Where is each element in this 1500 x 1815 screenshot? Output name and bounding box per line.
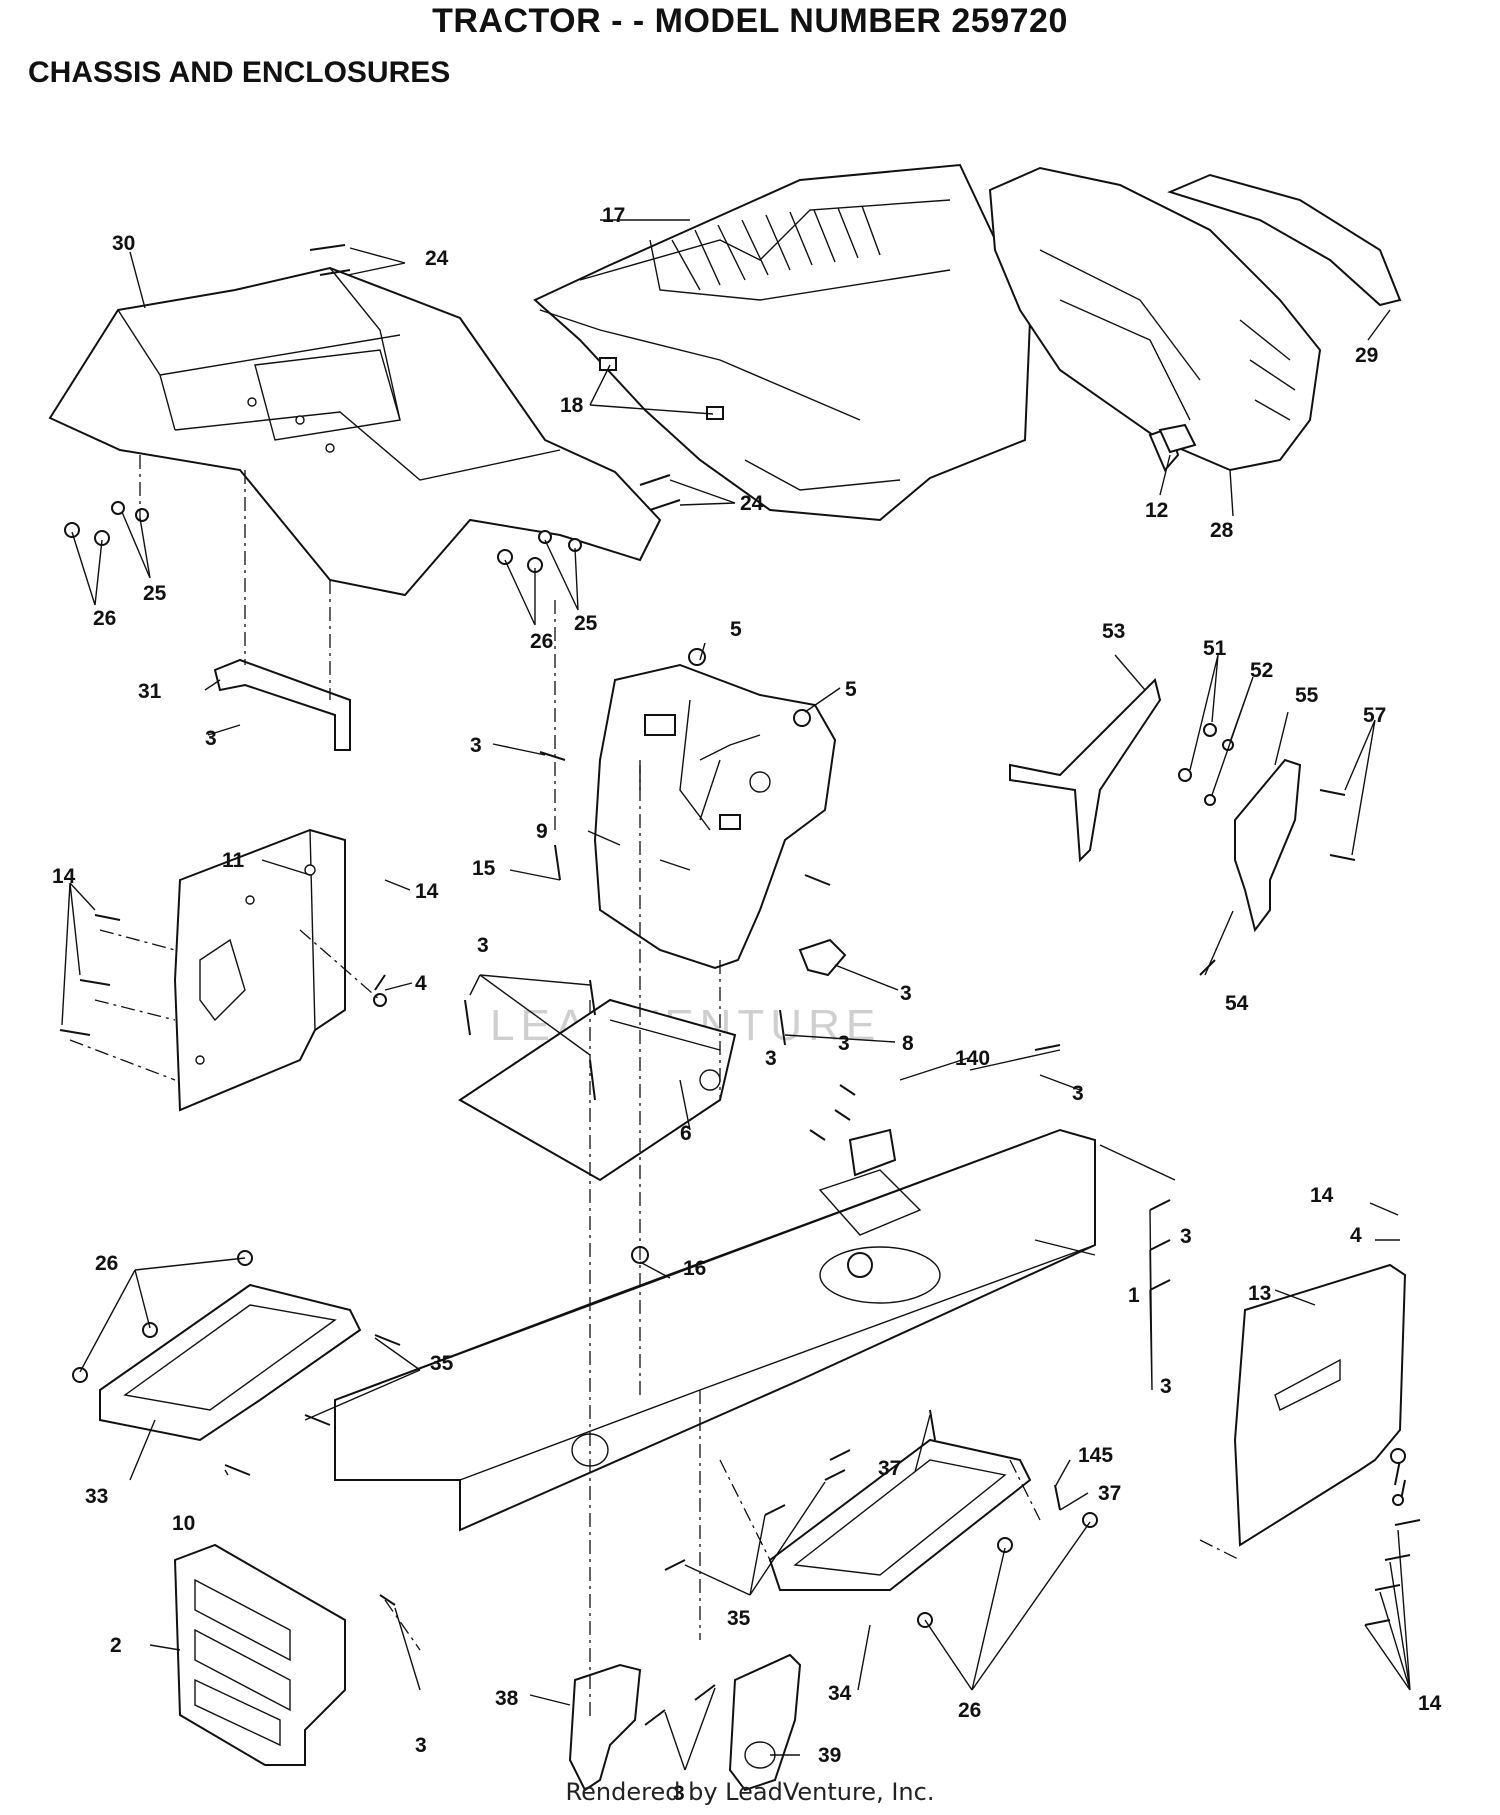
callout-3-clip: 3 (838, 1032, 850, 1055)
callout-39: 39 (818, 1744, 841, 1767)
part-plate (458, 998, 737, 1182)
callout-4-right: 4 (1350, 1224, 1362, 1247)
callout-24-upper: 24 (425, 247, 449, 270)
callout-145: 145 (1078, 1444, 1113, 1467)
callout-51: 51 (1203, 637, 1227, 660)
callout-3-bottom: 3 (673, 1782, 685, 1805)
callout-4-left: 4 (415, 972, 427, 995)
callout-14-right: 14 (1310, 1184, 1334, 1207)
callout-26-left: 26 (93, 607, 116, 630)
hardware (59, 244, 1421, 1726)
callout-14-left: 14 (52, 865, 76, 888)
callout-8: 8 (902, 1032, 914, 1055)
callout-25-mid: 25 (574, 612, 598, 635)
callout-31: 31 (138, 680, 162, 703)
callout-57: 57 (1363, 704, 1386, 727)
part-rear-fender (48, 266, 662, 597)
part-front-bracket (173, 1543, 346, 1766)
page-title: TRACTOR - - MODEL NUMBER 259720 (432, 2, 1068, 40)
callout-25-left: 25 (143, 582, 167, 605)
callout-10: 10 (172, 1512, 195, 1535)
callout-6: 6 (680, 1122, 692, 1145)
part-dash-panel (593, 663, 837, 970)
part-right-side-panel (1233, 1263, 1407, 1547)
callout-11: 11 (222, 849, 245, 872)
part-31-bracket (213, 658, 351, 751)
assembly-lines (69, 455, 1241, 1720)
callout-33: 33 (85, 1485, 108, 1508)
callout-52: 52 (1250, 659, 1273, 682)
callout-1: 1 (1128, 1284, 1140, 1307)
callout-34: 34 (828, 1682, 852, 1705)
part-footrest-right (768, 1438, 1032, 1591)
callout-2: 2 (110, 1634, 122, 1657)
callout-14-mid: 14 (415, 880, 439, 903)
callout-54: 54 (1225, 992, 1249, 1015)
part-39-bracket (728, 1653, 802, 1792)
callout-3-front: 3 (415, 1734, 427, 1757)
callout-3-frame-top: 3 (1072, 1082, 1084, 1105)
callout-labels: 30 24 17 29 18 12 28 24 25 26 26 25 5 5 … (52, 204, 1442, 1805)
callout-14-bottom: 14 (1418, 1692, 1442, 1715)
callout-13: 13 (1248, 1282, 1271, 1305)
callout-37-lower: 37 (1098, 1482, 1121, 1505)
part-footrest-left (99, 1283, 362, 1442)
callout-26-mid: 26 (530, 630, 553, 653)
callout-5-lower: 5 (845, 678, 857, 701)
callout-38: 38 (495, 1687, 519, 1710)
callout-53: 53 (1102, 620, 1125, 643)
callout-17: 17 (602, 204, 625, 227)
callout-3-frame-bolts: 3 (1160, 1375, 1172, 1398)
part-12-clip (1158, 423, 1197, 454)
callout-18: 18 (560, 394, 584, 417)
callout-3-frame-left: 3 (765, 1047, 777, 1070)
callout-12: 12 (1145, 499, 1168, 522)
callout-29: 29 (1355, 344, 1378, 367)
part-8-clip (798, 938, 847, 977)
callout-16: 16 (683, 1257, 706, 1280)
leader-lines (61, 219, 1411, 1771)
callout-35-left: 35 (430, 1352, 454, 1375)
callout-30: 30 (112, 232, 135, 255)
part-left-side-panel (173, 828, 346, 1112)
callout-9: 9 (536, 820, 548, 843)
callout-28: 28 (1210, 519, 1234, 542)
callout-15: 15 (472, 857, 496, 880)
part-55-bracket (1234, 758, 1302, 933)
callout-3-31: 3 (205, 727, 217, 750)
callout-35-mid: 35 (727, 1607, 751, 1630)
part-53-bracket (1009, 678, 1162, 863)
callout-3-frame-right: 3 (1180, 1225, 1192, 1248)
part-front-nose (988, 166, 1402, 472)
callout-140: 140 (955, 1047, 990, 1070)
section-title: CHASSIS AND ENCLOSURES (28, 56, 451, 89)
callout-5-upper: 5 (730, 618, 742, 641)
part-38-bracket (568, 1663, 642, 1792)
callout-3-dash-right: 3 (900, 982, 912, 1005)
callout-3-plate: 3 (477, 934, 489, 957)
callout-26-footrest: 26 (95, 1252, 118, 1275)
callout-37-upper: 37 (878, 1457, 901, 1480)
callout-3-dash: 3 (470, 734, 482, 757)
footer-credit: Rendered by LeadVenture, Inc. (565, 1778, 935, 1806)
part-hood (533, 163, 1032, 522)
callout-24-lower: 24 (740, 492, 764, 515)
callout-55: 55 (1295, 684, 1319, 707)
callout-26-right: 26 (958, 1699, 981, 1722)
